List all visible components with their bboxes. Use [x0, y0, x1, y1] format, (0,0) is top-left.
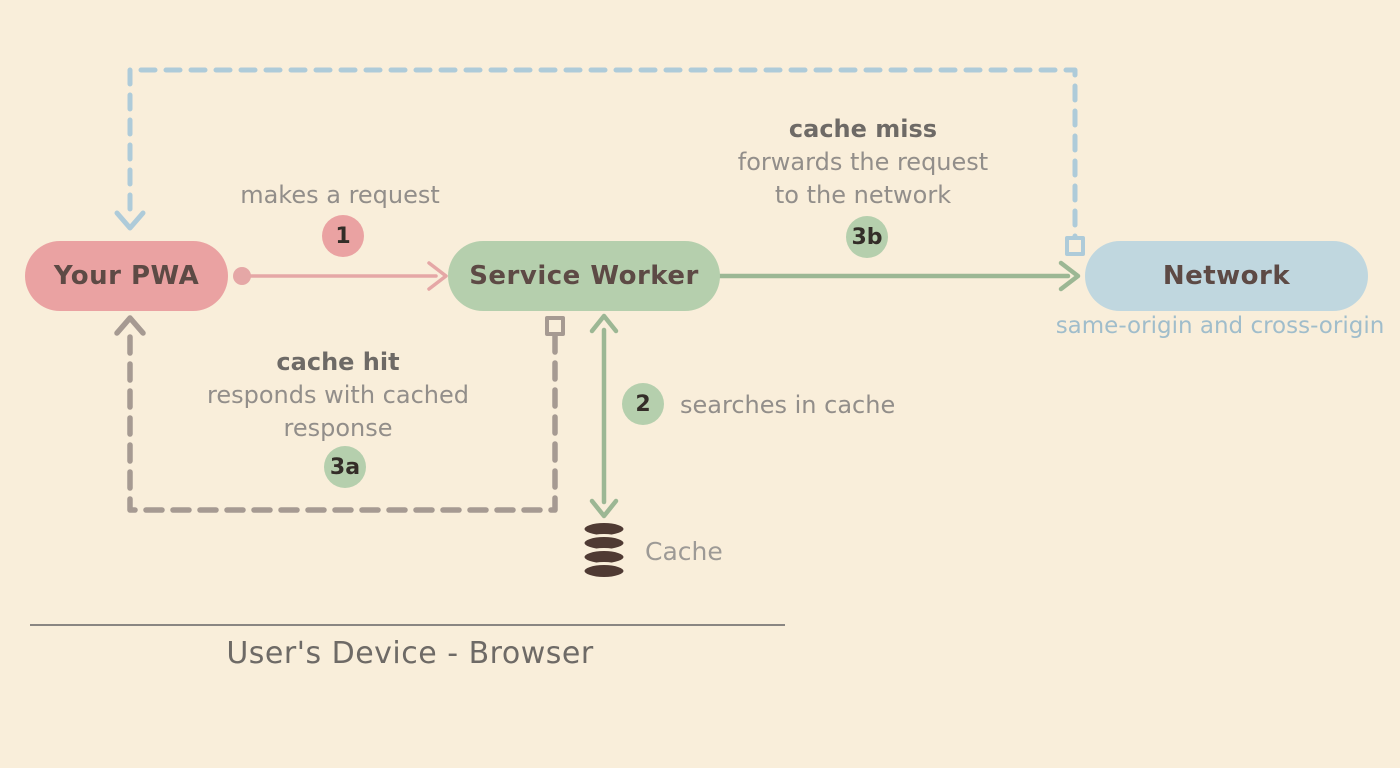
step3a-title: cache hit [276, 348, 400, 376]
step3b-block: cache miss forwards the request to the n… [713, 113, 1013, 212]
network-subtitle: same-origin and cross-origin [1055, 313, 1385, 339]
step3b-line2: to the network [774, 181, 952, 209]
step3b-line1: forwards the request [737, 148, 989, 176]
step2-badge: 2 [622, 383, 664, 425]
cache-hit-dashed-line [127, 329, 558, 513]
step3a-badge: 3a [324, 446, 366, 488]
network-return-dashed-line [127, 67, 1078, 253]
node-service-worker-label: Service Worker [469, 261, 699, 291]
step3a-line2: response [283, 414, 393, 442]
step1-label: makes a request [240, 181, 440, 209]
request-arrowhead-icon [427, 261, 448, 291]
step2-label: searches in cache [680, 391, 896, 419]
network-return-start-marker [1065, 236, 1085, 256]
forward-arrowhead-icon [1058, 260, 1081, 292]
step3b-title: cache miss [788, 115, 938, 143]
node-network: Network [1085, 241, 1368, 311]
cache-label: Cache [645, 537, 723, 566]
cache-hit-start-marker [545, 316, 565, 336]
step1-badge: 1 [322, 215, 364, 257]
node-service-worker: Service Worker [448, 241, 720, 311]
step3a-block: cache hit responds with cached response [178, 346, 498, 445]
node-your-pwa: Your PWA [25, 241, 228, 311]
cache-search-down-arrowhead-icon [589, 498, 619, 519]
cache-hit-arrowhead-icon [114, 315, 146, 336]
device-boundary-label: User's Device - Browser [226, 636, 594, 671]
database-icon [581, 520, 627, 580]
cache-search-up-arrowhead-icon [589, 313, 619, 334]
node-network-label: Network [1162, 261, 1291, 291]
device-boundary-line [30, 624, 785, 626]
step3b-badge: 3b [846, 216, 888, 258]
network-return-arrowhead-icon [114, 210, 146, 231]
node-your-pwa-label: Your PWA [53, 261, 200, 291]
step3a-line1: responds with cached [207, 381, 469, 409]
